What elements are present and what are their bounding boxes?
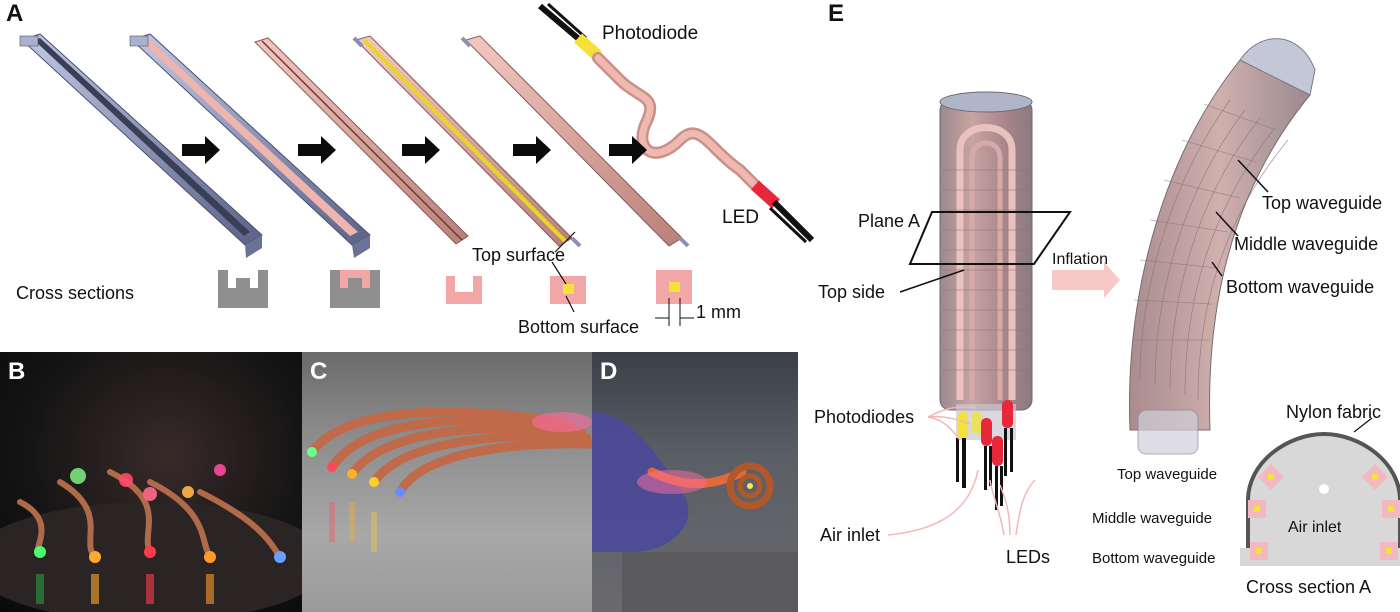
mold-step-1 xyxy=(19,33,263,258)
cs-bottom-waveguide-label: Bottom waveguide xyxy=(1092,550,1216,567)
photodiode-label: Photodiode xyxy=(602,23,699,44)
sealed-step-5 xyxy=(460,35,690,248)
cross-sections-label: Cross sections xyxy=(16,283,135,303)
air-inlet-label: Air inlet xyxy=(820,525,881,545)
panel-letter-a: A xyxy=(6,0,24,27)
photo-panel-d xyxy=(592,352,798,612)
connected-waveguide-step-6 xyxy=(538,2,815,244)
bent-actuator xyxy=(1129,38,1316,455)
inflation-label: Inflation xyxy=(1052,251,1109,268)
cross-section-a xyxy=(1240,417,1400,566)
top-side-label: Top side xyxy=(818,282,886,302)
cross-section-a-label: Cross section A xyxy=(1246,577,1372,597)
cross-section-1 xyxy=(218,270,268,308)
cladding-step-3 xyxy=(254,37,469,245)
photodiodes-label: Photodiodes xyxy=(814,407,915,427)
cs-top-waveguide-label: Top waveguide xyxy=(1117,466,1218,483)
photo-panel-c xyxy=(302,352,592,612)
cross-section-4 xyxy=(550,276,586,304)
top-waveguide-label: Top waveguide xyxy=(1262,193,1383,213)
panel-letter-b: B xyxy=(8,358,26,385)
cross-section-3 xyxy=(446,276,482,304)
plane-a-label: Plane A xyxy=(858,211,921,231)
photo-panel-b xyxy=(0,352,302,612)
nylon-fabric-label: Nylon fabric xyxy=(1286,402,1382,422)
straight-actuator xyxy=(887,91,1072,536)
panel-letter-e: E xyxy=(828,0,845,27)
panel-letter-d: D xyxy=(600,358,618,385)
cross-section-5 xyxy=(656,270,692,304)
cross-section-2 xyxy=(330,270,380,308)
leds-label: LEDs xyxy=(1006,547,1051,567)
bottom-surface-label: Bottom surface xyxy=(518,317,640,337)
led-label: LED xyxy=(722,207,759,228)
cs-air-inlet-label: Air inlet xyxy=(1288,519,1342,536)
panel-letter-c: C xyxy=(310,358,328,385)
scale-bar-label: 1 mm xyxy=(696,302,741,322)
top-surface-label: Top surface xyxy=(472,245,566,265)
panel-e-actuator-diagram xyxy=(887,38,1400,566)
panel-a-fabrication-steps xyxy=(19,2,815,326)
middle-waveguide-label: Middle waveguide xyxy=(1234,234,1379,254)
cs-middle-waveguide-label: Middle waveguide xyxy=(1092,510,1213,527)
step-arrows xyxy=(182,136,647,164)
bottom-waveguide-label: Bottom waveguide xyxy=(1226,277,1375,297)
core-step-4 xyxy=(352,35,582,248)
mold-step-2 xyxy=(129,33,371,258)
inflation-arrow xyxy=(1052,262,1120,298)
